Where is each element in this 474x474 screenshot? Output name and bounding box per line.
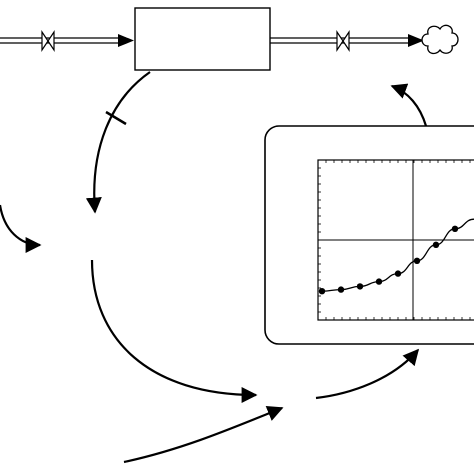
link-arrow	[123, 406, 284, 464]
link-arrow	[315, 348, 420, 400]
link-arrow	[85, 71, 151, 214]
delay-mark-icon	[105, 110, 127, 126]
lookup-point[interactable]	[356, 283, 364, 290]
lookup-point[interactable]	[413, 257, 421, 264]
lookup-points	[318, 225, 459, 295]
inflow-pipe	[0, 34, 134, 47]
lookup-point[interactable]	[432, 241, 440, 248]
lookup-point[interactable]	[337, 286, 345, 293]
link-arrow	[390, 83, 428, 127]
stock-box[interactable]	[134, 7, 271, 71]
bowtie-valve-icon[interactable]	[41, 30, 55, 52]
link-arrow	[0, 204, 42, 253]
lookup-point[interactable]	[394, 270, 402, 277]
lookup-point[interactable]	[318, 288, 326, 295]
lookup-point[interactable]	[375, 278, 383, 285]
graph-tick-marks	[318, 160, 471, 320]
bowtie-valve-icon[interactable]	[336, 30, 350, 52]
cloud-sink-icon	[421, 24, 459, 55]
link-arrow	[90, 259, 258, 403]
lookup-point[interactable]	[451, 225, 459, 232]
lookup-graph	[317, 159, 474, 321]
